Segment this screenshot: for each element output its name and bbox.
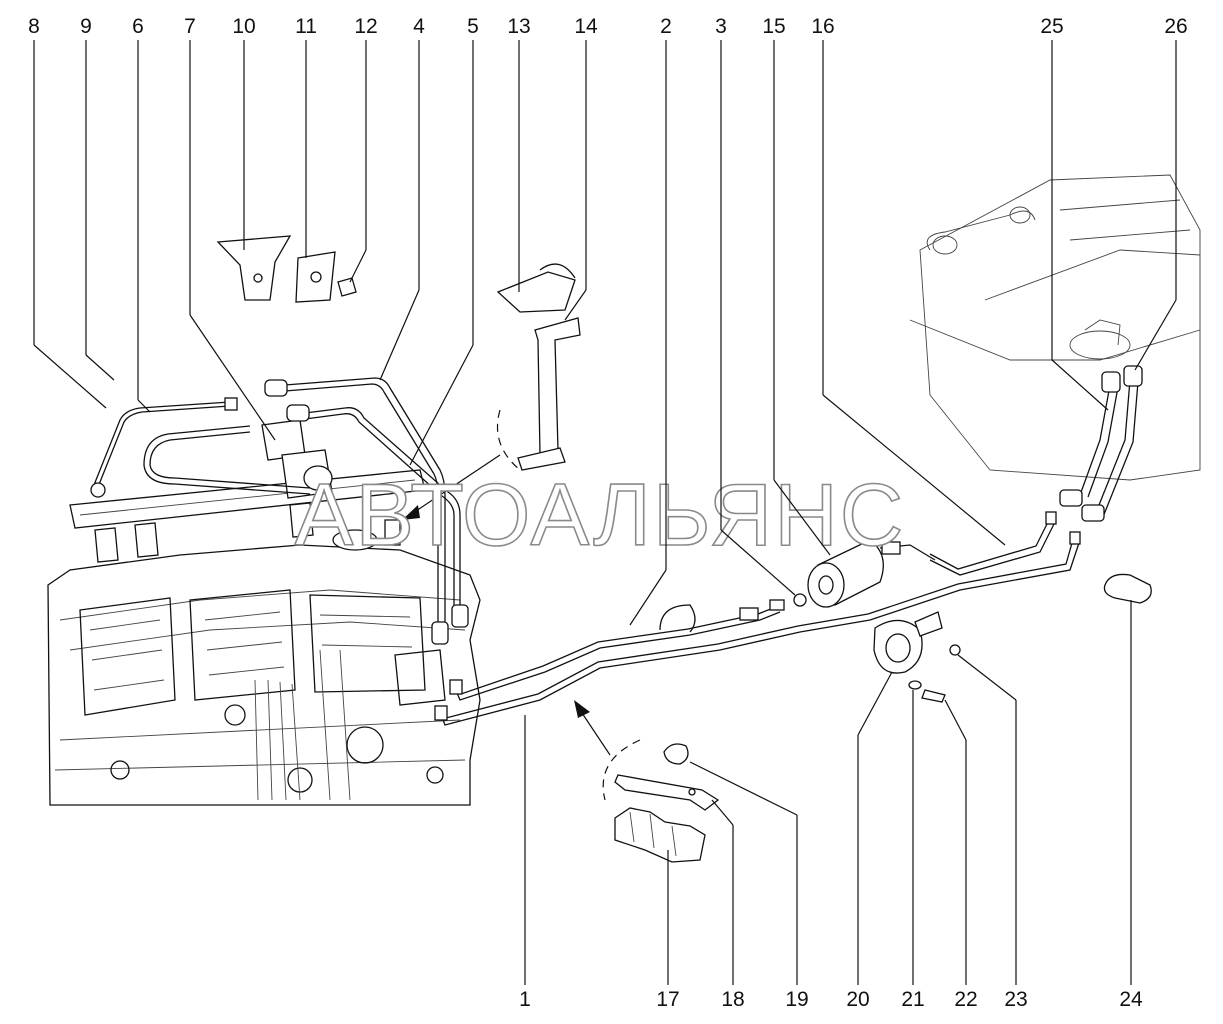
fuel-filter-15	[807, 539, 901, 608]
callout-23: 23	[1004, 988, 1027, 1011]
nut-23	[949, 644, 961, 656]
callout-24: 24	[1119, 988, 1143, 1011]
leader-lines	[33, 40, 1177, 985]
support-14	[534, 317, 581, 456]
watermark: АВТОАЛЬЯНС	[295, 465, 906, 564]
callout-11: 11	[295, 15, 317, 38]
callout-16: 16	[811, 15, 834, 38]
hose-25	[1079, 384, 1111, 496]
o-ring-3	[793, 593, 807, 607]
callout-20: 20	[846, 988, 869, 1011]
screw-12	[337, 277, 357, 297]
bracket-10	[216, 235, 292, 301]
callout-3: 3	[715, 15, 727, 38]
callout-4: 4	[413, 15, 425, 38]
nut-19	[663, 743, 689, 765]
return-line-2	[454, 611, 781, 701]
feed-line-1	[439, 539, 1081, 726]
return-tube-5	[304, 407, 461, 610]
hose-26	[1094, 379, 1131, 516]
callout-10: 10	[232, 15, 255, 38]
retainer-18	[614, 774, 720, 811]
washer-21	[908, 680, 922, 690]
cover-24	[1103, 573, 1152, 604]
holder-13	[496, 271, 576, 313]
clamp-20	[873, 619, 923, 674]
callout-26: 26	[1164, 15, 1187, 38]
callout-18: 18	[721, 988, 744, 1011]
callout-12: 12	[354, 15, 377, 38]
callout-7: 7	[184, 15, 196, 38]
callout-15: 15	[762, 15, 785, 38]
fuel-tank	[909, 174, 1201, 481]
callout-19: 19	[785, 988, 808, 1011]
callout-17: 17	[656, 988, 679, 1011]
callout-21: 21	[901, 988, 924, 1011]
bolt-22	[921, 689, 946, 703]
callout-25: 25	[1040, 15, 1063, 38]
pressure-regulator	[261, 419, 333, 499]
callout-6: 6	[132, 15, 144, 38]
callout-2: 2	[660, 15, 672, 38]
holder-block-17	[614, 807, 706, 863]
callout-5: 5	[467, 15, 479, 38]
fuel-rail	[69, 469, 426, 563]
callout-1: 1	[519, 988, 531, 1011]
callout-labels: 8 9 6 7 10 11 12 4 5 13 14 2 3 15 16 25 …	[28, 15, 1188, 1011]
callout-22: 22	[954, 988, 977, 1011]
callout-8: 8	[28, 15, 40, 38]
tube-7	[149, 431, 311, 489]
engine-block	[47, 544, 481, 806]
clip-11	[295, 251, 336, 303]
return-tube-6	[91, 401, 231, 491]
callout-13: 13	[507, 15, 530, 38]
callout-14: 14	[574, 15, 598, 38]
callout-9: 9	[80, 15, 92, 38]
